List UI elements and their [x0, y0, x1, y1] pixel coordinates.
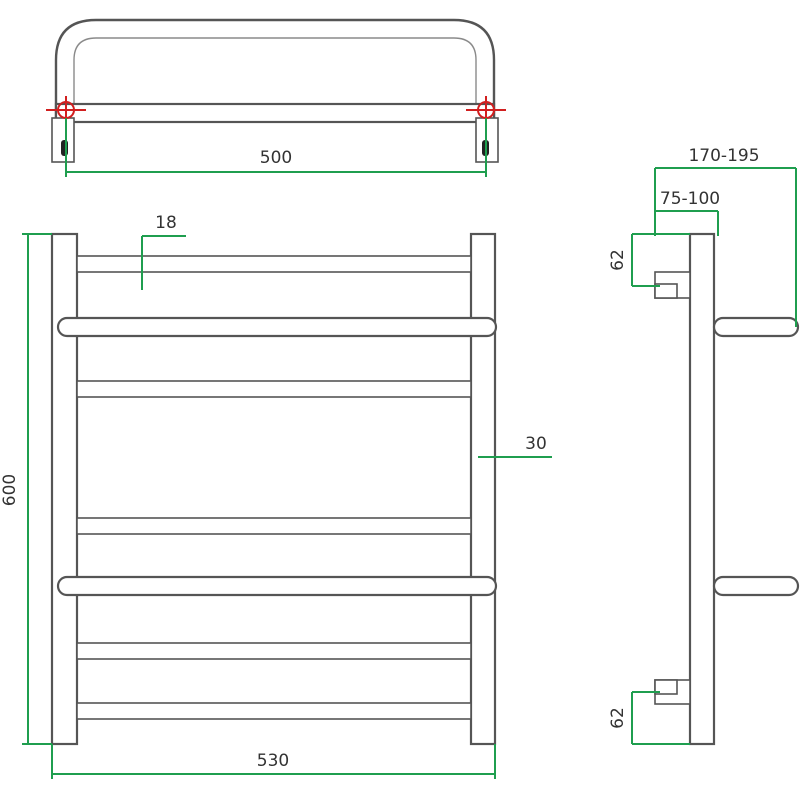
dimension-170-195-label: 170-195 — [688, 146, 759, 166]
top-view-loop-inner — [73, 37, 477, 108]
horizontal-bar-3 — [76, 517, 472, 535]
dimension-75-100-label: 75-100 — [660, 189, 720, 209]
dimension-18-label: 18 — [155, 213, 177, 233]
side-view-bottom-bracket-cap — [654, 679, 678, 695]
horizontal-bar-5 — [76, 702, 472, 720]
horizontal-bar-2 — [76, 380, 472, 398]
side-view-lower-rail — [712, 575, 800, 597]
dimension-62-top-label: 62 — [608, 249, 628, 271]
side-view-top-bracket-cap — [654, 283, 678, 299]
dimension-530: 530 — [51, 744, 496, 779]
top-view-loop-outer — [54, 18, 496, 125]
dimension-500-label: 500 — [260, 148, 292, 168]
dimension-170-195: 170-195 — [654, 146, 797, 327]
dimension-600-label: 600 — [0, 474, 20, 506]
dimension-75-100: 75-100 — [655, 189, 720, 236]
horizontal-bar-1 — [76, 255, 472, 273]
round-rail-lower — [56, 575, 498, 597]
round-rail-upper — [56, 316, 498, 338]
front-view: 18 30 600 530 — [0, 213, 552, 779]
dimension-62-bottom-label: 62 — [608, 707, 628, 729]
horizontal-bar-4 — [76, 642, 472, 660]
dimension-600: 600 — [0, 233, 52, 745]
top-view: 500 — [46, 18, 506, 177]
dimension-30-label: 30 — [525, 434, 547, 454]
right-side-tube — [469, 232, 497, 746]
dimension-530-label: 530 — [257, 751, 289, 771]
dimension-500: 500 — [65, 118, 487, 177]
side-view: 170-195 75-100 62 62 — [608, 146, 800, 746]
dimension-62-top: 62 — [608, 233, 690, 287]
left-side-tube — [50, 232, 79, 746]
side-view-upright — [688, 232, 716, 746]
dimension-18: 18 — [141, 213, 186, 290]
dimension-30: 30 — [478, 434, 552, 458]
side-view-upper-rail — [712, 316, 800, 338]
dimension-62-bottom: 62 — [608, 691, 690, 745]
top-view-cross-bar — [54, 102, 496, 124]
